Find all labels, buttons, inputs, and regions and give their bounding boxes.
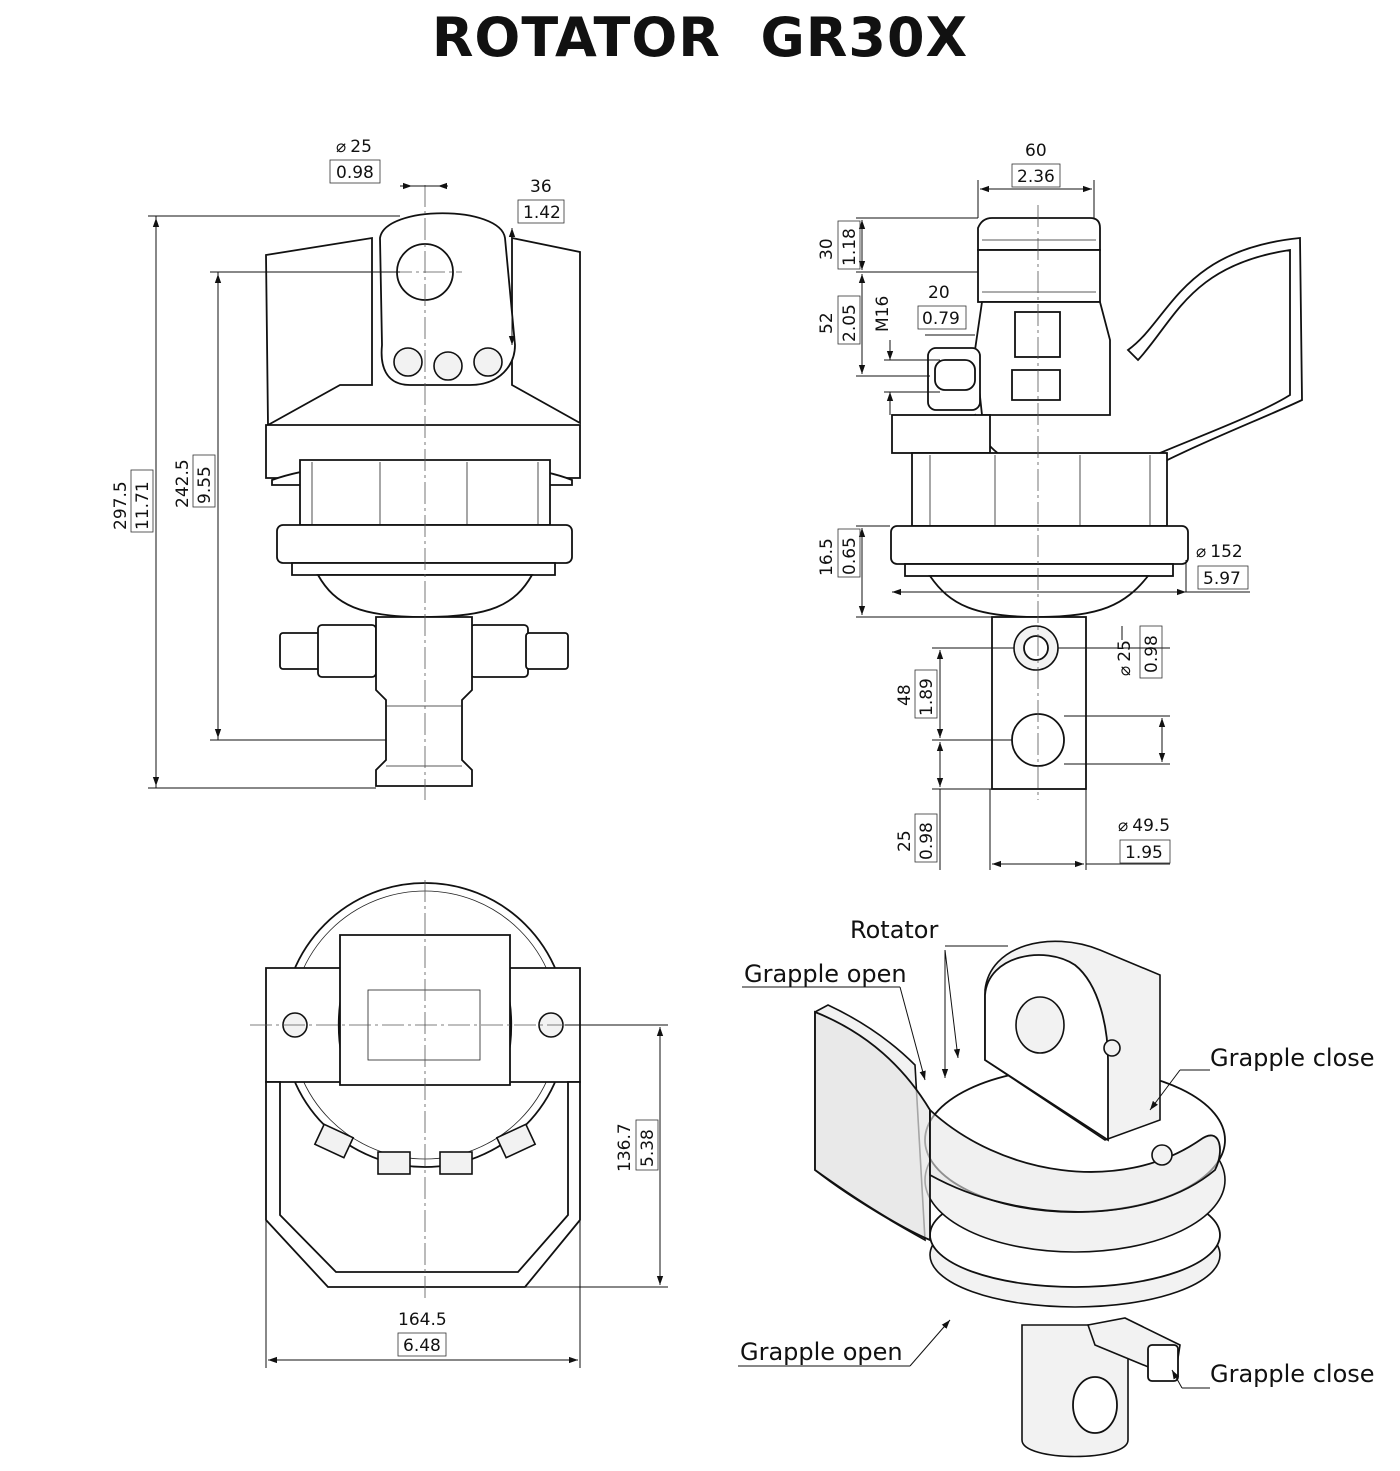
dia-sym: ⌀: [1196, 542, 1206, 562]
bottom-view: 136.7 5.38 164.5 6.48: [250, 880, 668, 1368]
side-top-height-in: 1.18: [840, 228, 860, 266]
front-pin-dia-mm-value: 25: [350, 137, 372, 157]
side-lug-width-in: 2.36: [1017, 167, 1055, 187]
side-pin-spacing-in: 1.89: [917, 678, 937, 716]
side-lower-pin-dia-mm: 25: [1115, 640, 1135, 662]
side-flange-height-in: 0.65: [840, 537, 860, 575]
bottom-width-mm: 164.5: [398, 1310, 447, 1330]
front-lug-width-mm: 36: [530, 177, 552, 197]
side-view: 60 2.36 30 1.18 52 2.05 M16 20 0.79: [817, 141, 1303, 870]
side-flange-dia-mm: 152: [1210, 542, 1242, 562]
dia-sym: ⌀: [336, 137, 346, 157]
side-shaft-dia-in: 1.95: [1125, 843, 1163, 863]
front-pin-to-pin-in: 9.55: [195, 466, 215, 504]
side-lug-width-mm: 60: [1025, 141, 1047, 161]
callout-grapple-close-bottom: Grapple close: [1210, 1360, 1375, 1388]
side-flange-dia-in: 5.97: [1203, 569, 1241, 589]
side-lower-pin-dia-label: ⌀ 25: [1115, 640, 1135, 676]
front-pin-dia-in: 0.98: [336, 163, 374, 183]
side-port-thread: M16: [873, 296, 893, 332]
callout-grapple-open-bottom: Grapple open: [740, 1338, 903, 1366]
front-total-height-in: 11.71: [133, 481, 153, 530]
side-port-height-mm: 52: [817, 312, 837, 334]
side-flange-dia-label: ⌀152: [1196, 542, 1243, 562]
bottom-width-in: 6.48: [403, 1336, 441, 1356]
isometric-view: Rotator Grapple open Grapple close Grapp…: [738, 916, 1375, 1458]
bottom-depth-mm: 136.7: [615, 1123, 635, 1172]
front-total-height-mm: 297.5: [111, 481, 131, 530]
dia-sym: ⌀: [1115, 666, 1135, 676]
side-shaft-dia-label: ⌀49.5: [1118, 816, 1170, 836]
callout-grapple-open-top: Grapple open: [744, 960, 907, 988]
side-bottom-height-mm: 25: [895, 830, 915, 852]
side-shaft-dia-mm: 49.5: [1132, 816, 1170, 836]
callout-rotator: Rotator: [850, 916, 938, 944]
side-bottom-height-in: 0.98: [917, 822, 937, 860]
drawing-title: ROTATOR GR30X: [431, 6, 969, 69]
side-lower-pin-dia-in: 0.98: [1142, 635, 1162, 673]
dia-sym: ⌀: [1118, 816, 1128, 836]
front-lug-width-in: 1.42: [523, 203, 561, 223]
front-pin-to-pin-mm: 242.5: [173, 459, 193, 508]
side-port-offset-in: 0.79: [922, 309, 960, 329]
side-flange-height-mm: 16.5: [817, 538, 837, 576]
front-pin-dia-label: ⌀25: [336, 137, 372, 157]
side-top-height-mm: 30: [817, 238, 837, 260]
side-port-offset-mm: 20: [928, 283, 950, 303]
bottom-depth-in: 5.38: [638, 1129, 658, 1167]
side-pin-spacing-mm: 48: [895, 684, 915, 706]
side-port-height-in: 2.05: [840, 304, 860, 342]
callout-grapple-close-top: Grapple close: [1210, 1044, 1375, 1072]
front-view: ⌀25 0.98 36 1.42 297.5 11.71 242.5 9.55: [111, 137, 581, 800]
